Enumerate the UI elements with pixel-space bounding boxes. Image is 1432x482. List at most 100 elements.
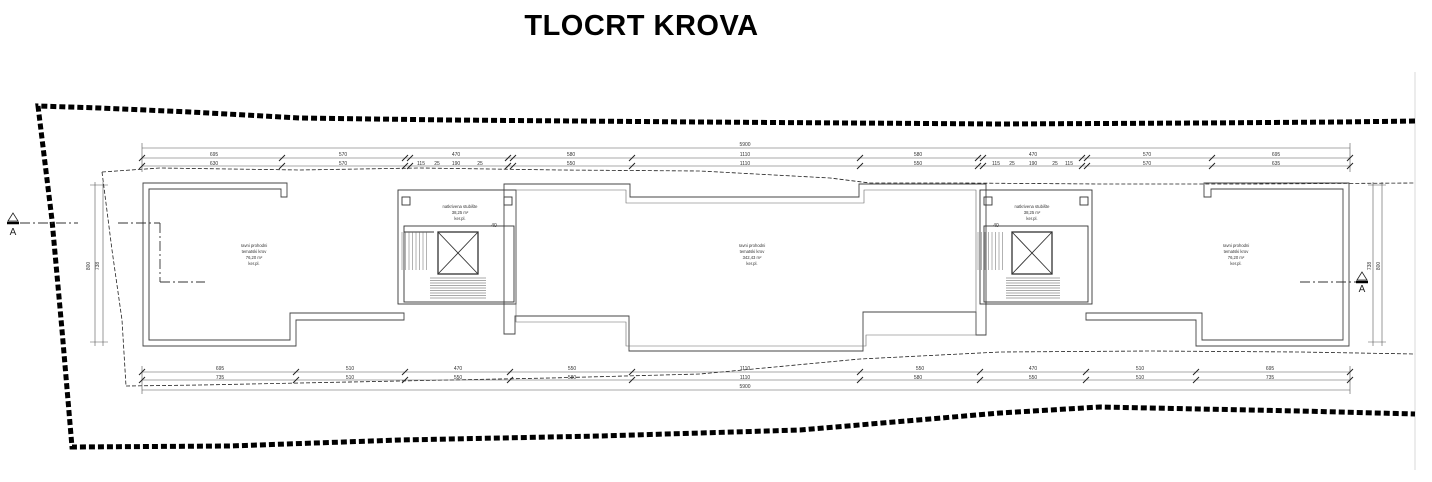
room-label-line: ker.pl.	[1230, 261, 1241, 266]
dimension-text: 470	[454, 366, 463, 372]
dimension-text: 735	[1266, 375, 1275, 381]
dimension-tick	[1083, 154, 1091, 162]
room-label-line: natkrivena stubište	[443, 204, 479, 209]
room-label-right-stair: natkrivena stubište 38,25 m² ker.pl.	[1015, 204, 1051, 221]
dimension-tick	[292, 376, 300, 384]
dimension-text: 800	[86, 262, 92, 271]
room-label-line: 76,20 m²	[1228, 255, 1245, 260]
dimension-text: 630	[210, 161, 219, 167]
room-label-line: tematski krov	[1224, 249, 1250, 254]
dimension-text: 570	[339, 152, 348, 158]
dimension-text: 190	[1029, 161, 1038, 167]
dimension-text: 40	[491, 223, 497, 229]
room-label-line: ker.pl.	[1026, 216, 1037, 221]
dimension-text: 5900	[739, 384, 750, 390]
dimension-tick	[974, 154, 982, 162]
room-label-line: ravni prohodni	[739, 243, 766, 248]
dimension-text: 510	[346, 375, 355, 381]
dimension-tick	[401, 162, 409, 170]
dimension-text: 580	[568, 375, 577, 381]
dimension-text: 190	[452, 161, 461, 167]
dimension-tick	[509, 154, 517, 162]
dimension-tick	[1192, 376, 1200, 384]
dimension-text: 25	[434, 161, 440, 167]
dimension-text: 470	[452, 152, 461, 158]
dimension-text: 550	[916, 366, 925, 372]
dimension-text: 115	[992, 161, 1000, 167]
dimension-text: 510	[1136, 366, 1145, 372]
section-label: A	[10, 227, 17, 238]
bottom-dimension-ticks	[138, 368, 1354, 384]
dimension-tick	[1082, 376, 1090, 384]
dimension-tick	[1346, 162, 1354, 170]
dimension-text: 115	[1065, 161, 1073, 167]
dimension-tick	[1346, 368, 1354, 376]
site-boundary-line	[35, 103, 1416, 450]
dimension-tick	[1346, 376, 1354, 384]
dimension-tick	[856, 368, 864, 376]
section-marker-right: A	[1356, 271, 1368, 295]
dimension-text: 40	[993, 223, 999, 229]
room-label-line: ravni prohodni	[1223, 243, 1250, 248]
section-line	[20, 222, 1356, 283]
room-label-left-stair: natkrivena stubište 38,25 m² ker.pl.	[443, 204, 479, 221]
room-label-middle-roof: ravni prohodni tematski krov 342,43 m² k…	[739, 243, 766, 266]
dimension-tick	[506, 376, 514, 384]
room-label-line: 76,20 m²	[246, 255, 263, 260]
room-label-line: tematski krov	[242, 249, 268, 254]
room-label-line: ker.pl.	[454, 216, 465, 221]
dimension-tick	[856, 154, 864, 162]
middle-roof	[503, 183, 987, 352]
room-label-line: 38,25 m²	[1024, 210, 1041, 215]
dimension-tick	[401, 376, 409, 384]
dimension-text: 695	[1266, 366, 1275, 372]
dimension-text: 695	[210, 152, 219, 158]
dimension-text: 738	[95, 262, 101, 271]
dimension-text: 570	[339, 161, 348, 167]
room-label-line: ker.pl.	[746, 261, 757, 266]
dimension-text: 580	[914, 152, 923, 158]
drawing-title: TLOCRT KROVA	[524, 10, 759, 42]
dimension-text: 470	[1029, 152, 1038, 158]
dimension-text: 570	[1143, 161, 1152, 167]
dimension-text: 570	[1143, 152, 1152, 158]
dimension-tick	[856, 162, 864, 170]
dimension-text: 25	[1052, 161, 1058, 167]
dimension-tick	[974, 162, 982, 170]
dimension-tick	[401, 154, 409, 162]
bottom-dimension-texts: 695 510 470 550 1110 550 470 510 695 735…	[216, 366, 1275, 390]
dimension-text: 470	[1029, 366, 1038, 372]
dimension-tick	[979, 154, 987, 162]
room-label-line: tematski krov	[740, 249, 766, 254]
dimension-tick	[138, 154, 146, 162]
dimension-text: 5900	[739, 142, 750, 148]
dimension-text: 1110	[740, 375, 751, 381]
room-label-right-roof: ravni prohodni tematski krov 76,20 m² ke…	[1223, 243, 1250, 266]
dimension-tick	[138, 162, 146, 170]
dimension-text: 115	[417, 161, 425, 167]
dimension-tick	[979, 162, 987, 170]
dimension-tick	[278, 162, 286, 170]
right-stair-steps	[977, 232, 1060, 299]
building-outline-dashed	[101, 171, 127, 387]
dimension-tick	[628, 154, 636, 162]
dimension-text: 1110	[740, 366, 751, 372]
dimension-text: 1110	[740, 161, 751, 167]
bottom-dimension-lines	[141, 366, 1351, 394]
dimension-tick	[1078, 154, 1086, 162]
dimension-text: 1110	[740, 152, 751, 158]
dimension-tick	[504, 154, 512, 162]
dimension-tick	[1208, 162, 1216, 170]
room-label-line: 38,25 m²	[452, 210, 469, 215]
top-dimension-ticks	[138, 154, 1354, 170]
dimension-tick	[509, 162, 517, 170]
dimension-tick	[506, 368, 514, 376]
dimension-text: 695	[1272, 152, 1281, 158]
dimension-tick	[976, 376, 984, 384]
dimension-tick	[1083, 162, 1091, 170]
dimension-tick	[406, 162, 414, 170]
vertical-dimension-lines	[90, 182, 1386, 346]
dimension-text: 735	[216, 375, 225, 381]
dimension-tick	[1078, 162, 1086, 170]
dimension-text: 25	[1009, 161, 1015, 167]
